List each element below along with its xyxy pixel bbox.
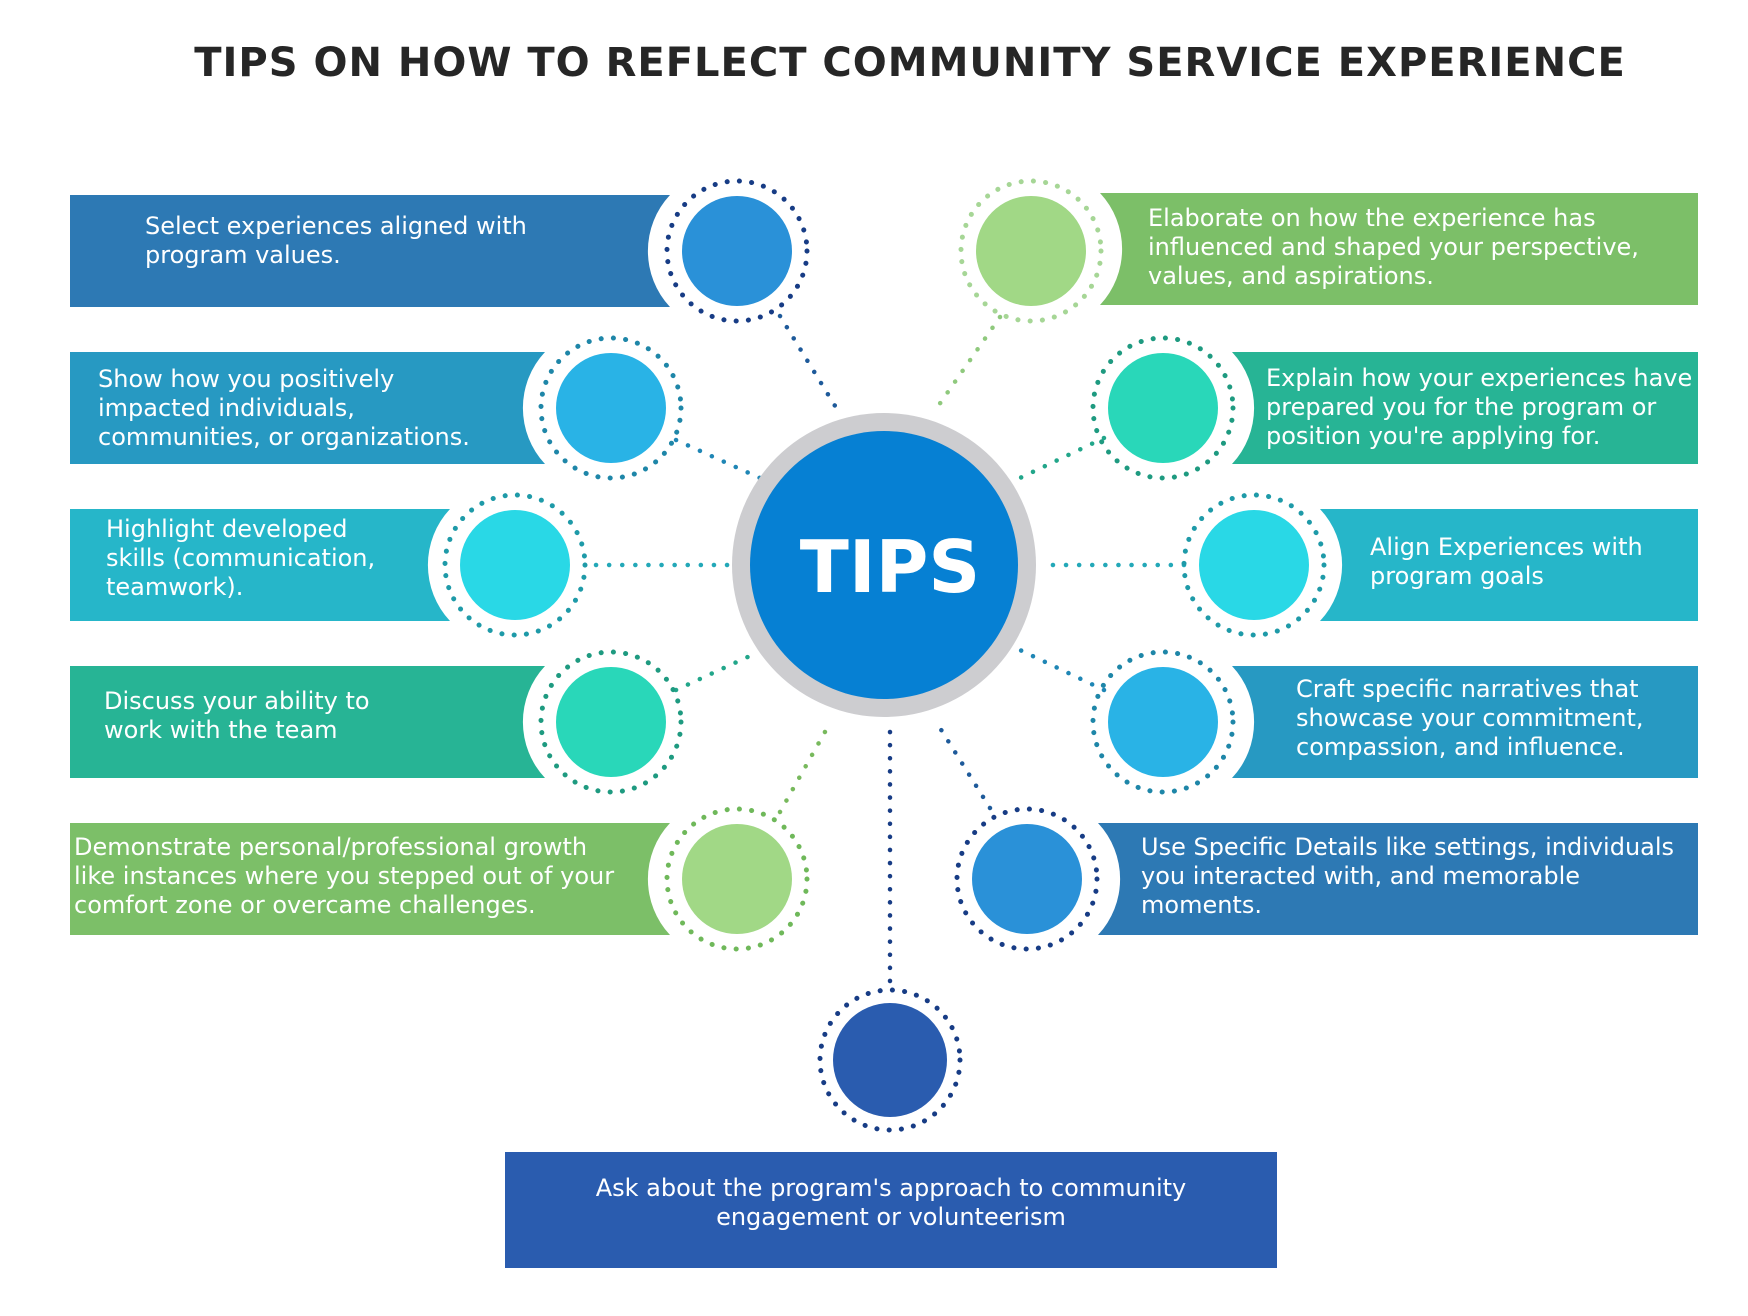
bottom-item-text: Ask about the program's approach to comm… bbox=[595, 1174, 1187, 1231]
node-right-5 bbox=[972, 824, 1082, 934]
center-circle bbox=[750, 431, 1018, 699]
bottom-box bbox=[505, 1152, 1277, 1268]
node-ring-left-1 bbox=[664, 178, 810, 324]
left-box-3 bbox=[70, 509, 450, 621]
right-box-1 bbox=[1100, 193, 1698, 305]
left-boxes bbox=[70, 195, 670, 935]
node-ring-right-5 bbox=[954, 806, 1100, 952]
node-ring-left-5 bbox=[664, 806, 810, 952]
right-box-2 bbox=[1232, 352, 1698, 464]
left-item-4-text: Discuss your ability to work with the te… bbox=[104, 687, 370, 744]
node-bottom bbox=[833, 1003, 947, 1117]
right-box-3 bbox=[1320, 509, 1698, 621]
left-item-3-text: Highlight developed skills (communicatio… bbox=[106, 515, 376, 601]
center-label: TIPS bbox=[799, 525, 981, 609]
right-item-4-text: Craft specific narratives that showcase … bbox=[1296, 675, 1644, 761]
node-ring-right-2 bbox=[1090, 335, 1236, 481]
connector-left-5 bbox=[777, 720, 833, 815]
node-left-2 bbox=[556, 353, 666, 463]
connector-left-4 bbox=[673, 652, 755, 693]
left-box-5 bbox=[70, 823, 670, 935]
node-right-4 bbox=[1108, 667, 1218, 777]
connector-left-1 bbox=[777, 313, 843, 417]
node-right-2 bbox=[1108, 353, 1218, 463]
left-box-4 bbox=[70, 666, 545, 778]
right-boxes bbox=[1098, 193, 1698, 935]
left-item-2-text: Show how you positively impacted individ… bbox=[98, 365, 470, 451]
connector-right-1 bbox=[931, 314, 1003, 415]
right-item-1-text: Elaborate on how the experience has infl… bbox=[1148, 204, 1639, 290]
left-box-1 bbox=[70, 195, 670, 307]
node-left-1 bbox=[682, 196, 792, 306]
connector-right-2 bbox=[1017, 435, 1107, 481]
node-right-3 bbox=[1199, 510, 1309, 620]
node-ring-right-4 bbox=[1090, 649, 1236, 795]
left-item-5-text: Demonstrate personal/professional growth… bbox=[74, 833, 615, 919]
node-ring-right-3 bbox=[1181, 492, 1327, 638]
right-item-2-text: Explain how your experiences have prepar… bbox=[1266, 364, 1693, 450]
nodes bbox=[442, 178, 1327, 1133]
connectors bbox=[593, 313, 1187, 993]
right-item-5-text: Use Specific Details like settings, indi… bbox=[1141, 833, 1675, 919]
node-left-3 bbox=[460, 510, 570, 620]
node-ring-right-1 bbox=[958, 178, 1104, 324]
left-item-1-text: Select experiences aligned with program … bbox=[145, 212, 527, 269]
node-right-1 bbox=[976, 196, 1086, 306]
node-left-5 bbox=[682, 824, 792, 934]
right-box-4 bbox=[1232, 666, 1698, 778]
node-ring-left-2 bbox=[538, 335, 684, 481]
connector-right-4 bbox=[1017, 647, 1107, 693]
connector-right-5 bbox=[932, 717, 993, 811]
right-box-5 bbox=[1098, 823, 1698, 935]
node-ring-left-3 bbox=[442, 492, 588, 638]
node-ring-left-4 bbox=[538, 649, 684, 795]
node-left-4 bbox=[556, 667, 666, 777]
page-title: TIPS ON HOW TO REFLECT COMMUNITY SERVICE… bbox=[194, 40, 1626, 86]
node-ring-bottom bbox=[817, 987, 963, 1133]
right-item-3-text: Align Experiences with program goals bbox=[1370, 533, 1643, 590]
left-box-2 bbox=[70, 352, 545, 464]
connector-left-2 bbox=[673, 437, 763, 481]
